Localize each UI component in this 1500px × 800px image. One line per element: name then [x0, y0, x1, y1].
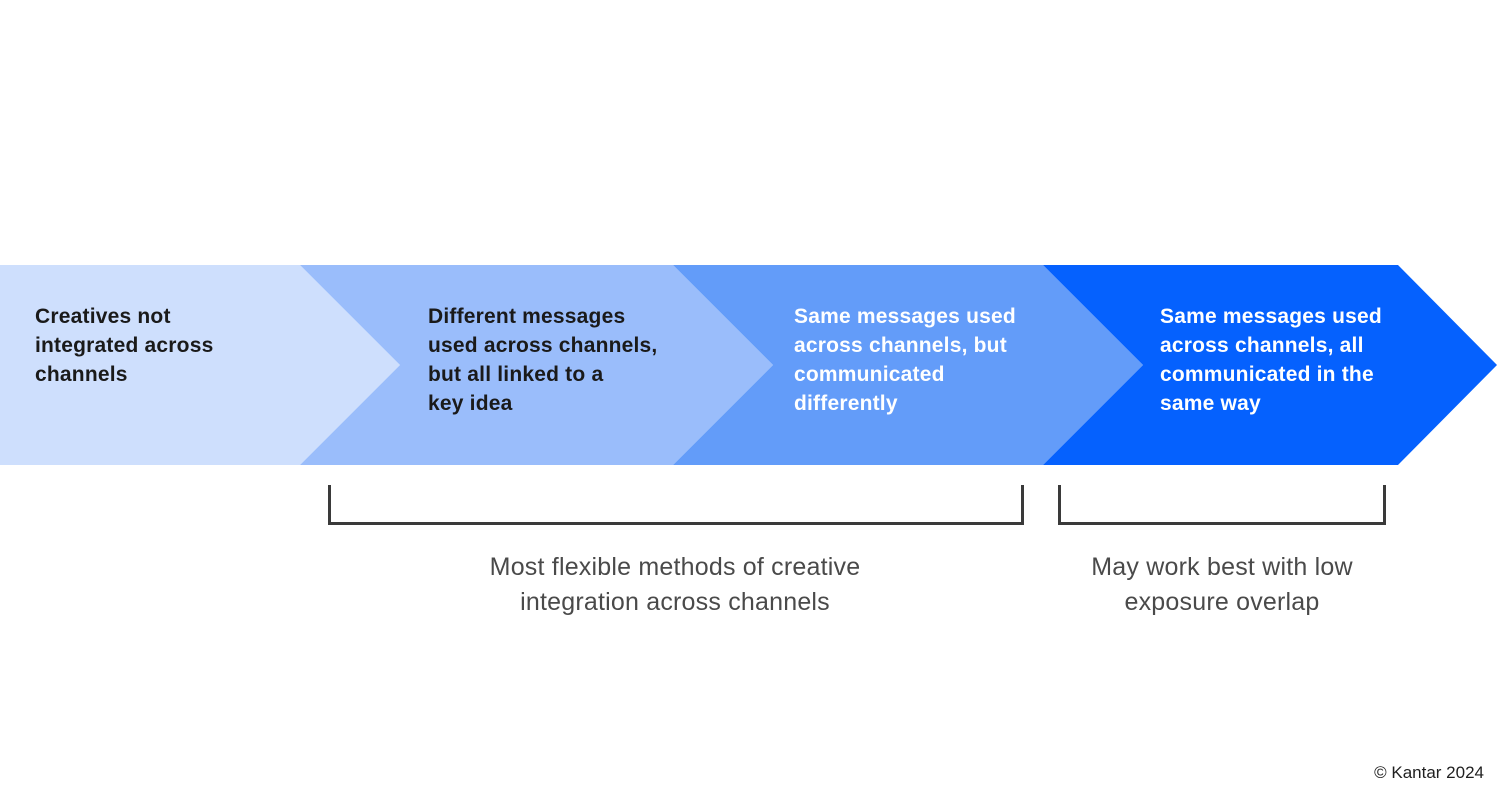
bracket-flexible-methods: [328, 485, 1024, 525]
bracket-low-overlap: [1058, 485, 1386, 525]
chevron-segment-1: [0, 265, 400, 465]
annotation-low-overlap: May work best with low exposure overlap: [1091, 553, 1353, 616]
segment-2-label: Different messages used across channels,…: [428, 305, 658, 415]
segment-4-label: Same messages used across channels, all …: [1160, 305, 1382, 415]
chevron-segment-4: [1043, 265, 1497, 465]
segment-3-label: Same messages used across channels, but …: [794, 305, 1016, 415]
annotation-flexible-methods: Most flexible methods of creative integr…: [489, 553, 861, 616]
chevron-segment-3: [673, 265, 1143, 465]
segment-1-label: Creatives not integrated across channels: [35, 305, 214, 386]
chevron-segment-2: [300, 265, 773, 465]
copyright-text: © Kantar 2024: [1374, 763, 1484, 782]
chevron-band: [0, 265, 1497, 465]
